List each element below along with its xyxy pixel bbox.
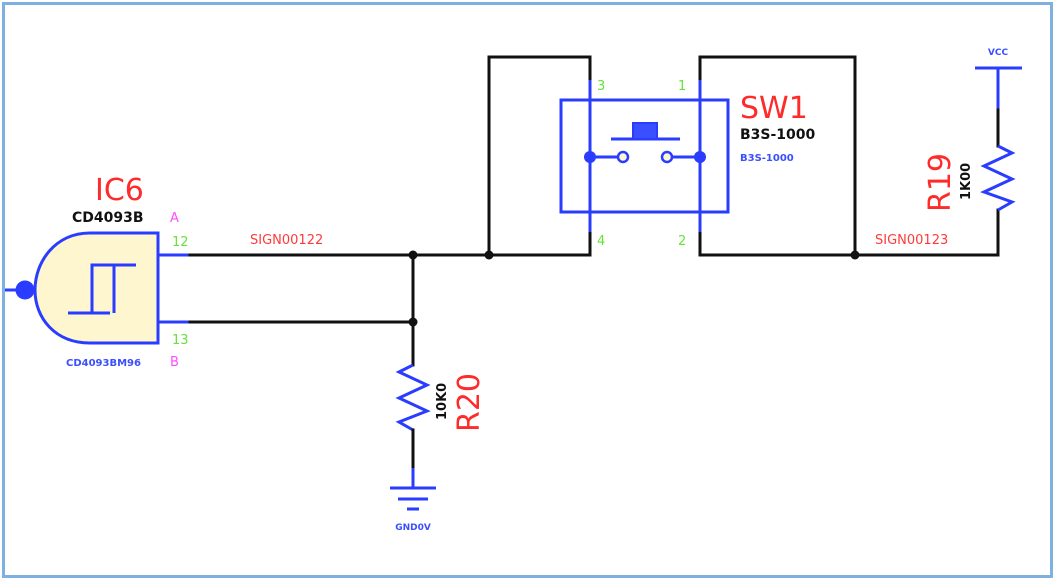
sw1-refdes: SW1: [740, 91, 808, 126]
wire-loop-sw1-pin1: [698, 55, 857, 257]
sw1-node-right: [694, 151, 706, 163]
sw1-node-left: [584, 151, 596, 163]
sw1-value: B3S-1000: [740, 127, 816, 143]
junction-dot: [408, 317, 418, 327]
sw1-contact-right: [660, 150, 674, 164]
sw1-body: [559, 98, 730, 214]
sw1-contact-left: [616, 150, 630, 164]
r19-resistor[interactable]: [975, 66, 1022, 212]
r19-refdes: R19: [923, 153, 958, 212]
vcc-label: VCC: [988, 48, 1009, 58]
junction-dot: [484, 250, 494, 260]
inversion-bubble: [15, 280, 35, 300]
sw1-pin-2: 2: [678, 234, 686, 249]
net-sign00123-wires[interactable]: [698, 55, 1000, 257]
r20-resistor[interactable]: [390, 363, 436, 511]
r19-value: 1K00: [959, 163, 974, 200]
r20-value: 10K0: [435, 383, 450, 420]
gnd-label: GND0V: [395, 523, 431, 533]
sw1-pin-3: 3: [597, 79, 605, 94]
r20-zigzag-icon: [395, 363, 431, 432]
wire-pin12-to-sw1-pin4: [188, 230, 592, 257]
ic6-nand-body: [33, 231, 160, 345]
ic6-value: CD4093B: [72, 210, 144, 226]
junction-dot: [408, 250, 418, 260]
sw1-part-number: B3S-1000: [740, 153, 794, 164]
ic6-gate[interactable]: [5, 231, 190, 345]
ic6-part-number: CD4093BM96: [66, 358, 141, 369]
r19-zigzag-icon: [980, 144, 1016, 212]
pushbutton-icon: [632, 122, 658, 140]
net-sign00122-wires[interactable]: [188, 55, 592, 367]
ic6-pin-12: 12: [172, 235, 189, 250]
net-label-sign00122: SIGN00122: [250, 233, 323, 248]
schmitt-trigger-icon: [68, 263, 136, 315]
ic6-gate-b-label: B: [170, 355, 179, 370]
junction-dot: [850, 250, 860, 260]
sw1-pin-4: 4: [597, 234, 605, 249]
wire-loop-sw1-pin3: [487, 55, 592, 257]
ic6-pin-13: 13: [172, 333, 189, 348]
net-label-sign00123: SIGN00123: [875, 233, 948, 248]
sw1-pin-1: 1: [678, 79, 686, 94]
sw1-switch[interactable]: [559, 80, 730, 232]
wire-sw1-pin2-to-r19: [698, 208, 1000, 257]
ic6-gate-a-label: A: [170, 211, 179, 226]
r20-refdes: R20: [452, 373, 487, 432]
ic6-refdes: IC6: [95, 173, 144, 208]
